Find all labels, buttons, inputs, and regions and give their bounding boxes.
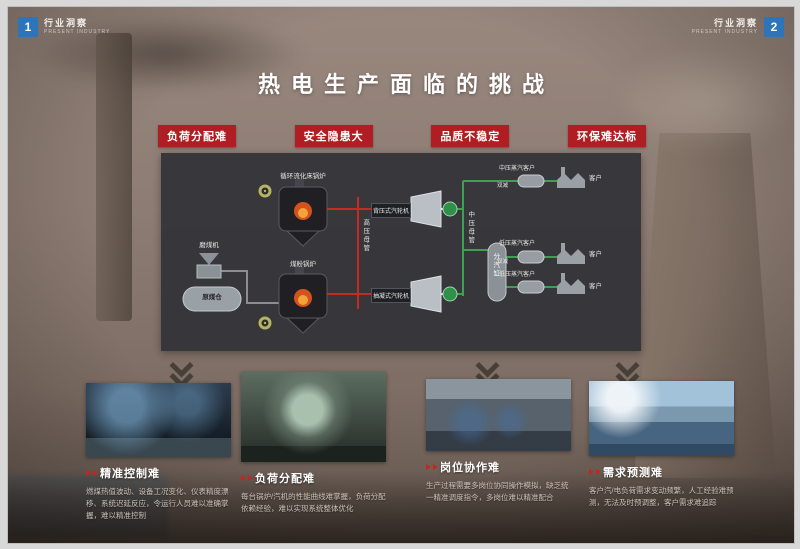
radiation-icon-bottom (257, 315, 273, 331)
ground-shadow (8, 471, 794, 543)
card-title: 岗位协作难 (440, 462, 500, 474)
red-arrow-icon (426, 464, 431, 470)
card-body: 生产过程需要多岗位协同操作模拟，缺乏统一精准调度指令，多岗位难以精准配合 (426, 481, 569, 502)
label-mp-header: 中压母管 (466, 211, 474, 245)
label-customer-3: 客户 (589, 283, 602, 290)
label-cfb-boiler: 循环流化床锅炉 (280, 173, 326, 180)
badge-safety: 安全隐患大 (294, 125, 373, 147)
card-title-row: 岗位协作难 (426, 459, 571, 475)
badge-quality: 品质不稳定 (431, 125, 510, 147)
smoke-plume (28, 15, 308, 93)
label-pc-boiler: 煤粉锅炉 (290, 261, 316, 268)
coal-bunker-icon (182, 286, 242, 312)
red-arrow-icon (86, 470, 91, 476)
red-arrow-icon (596, 469, 601, 475)
card-title-row: 精准控制难 (86, 465, 231, 481)
challenge-card-collaboration: 岗位协作难 生产过程需要多岗位协同操作模拟，缺乏统一精准调度指令，多岗位难以精准… (426, 379, 571, 504)
card-body: 客户汽/电负荷需求变动频繁，人工经验难预测，无法及时预调整，客户需求难追踪 (589, 486, 734, 507)
red-arrow-icon (248, 475, 253, 481)
label-double-reduce-2: 双减 (497, 259, 509, 265)
corner-marker-left: 1 行业洞察 PRESENT INDUSTRY (18, 17, 110, 37)
power-plant-photo (589, 381, 734, 456)
label-coal-bunker: 原煤仓 (202, 294, 222, 301)
red-arrow-icon (433, 464, 438, 470)
challenge-card-load: 负荷分配难 每台锅炉/汽机的性能曲线难掌握，负荷分配依赖经验，难以实现系统整体优… (241, 372, 386, 515)
page-number-right: 2 (764, 17, 784, 37)
workers-photo (426, 379, 571, 451)
red-arrow-icon (241, 475, 246, 481)
card-title: 精准控制难 (100, 468, 160, 480)
label-lp-steam-customers-1: 低压蒸汽客户 (499, 241, 536, 247)
label-extraction-turbine: 抽凝式汽轮机 (371, 288, 411, 303)
label-hp-header: 高压母管 (361, 219, 369, 253)
slide: 1 行业洞察 PRESENT INDUSTRY 2 行业洞察 PRESENT I… (7, 6, 795, 544)
red-arrow-icon (589, 469, 594, 475)
turbine-hall-photo (241, 372, 386, 462)
factory-icon-2 (557, 243, 585, 264)
desuperheater-icons (517, 174, 545, 294)
challenge-card-control: 精准控制难 燃煤热值波动、设备工况变化、仪表精度漂移、系统迟延反应，令运行人员难… (86, 383, 231, 522)
process-diagram-panel: 循环流化床锅炉 煤粉锅炉 磨煤机 原煤仓 高压母管 背压式汽轮机 抽凝式汽轮机 … (161, 153, 641, 351)
radiation-icon-top (257, 183, 273, 199)
down-chevrons-left (168, 353, 194, 389)
extraction-condensing-turbine-icon (410, 275, 458, 313)
card-body: 每台锅炉/汽机的性能曲线难掌握，负荷分配依赖经验，难以实现系统整体优化 (241, 492, 386, 513)
steam-cylinder-icon (487, 242, 507, 302)
section-subtitle-right: PRESENT INDUSTRY (691, 28, 758, 35)
card-title-row: 负荷分配难 (241, 470, 386, 486)
corner-marker-right: 2 行业洞察 PRESENT INDUSTRY (692, 17, 784, 37)
coal-mill-icon (196, 253, 279, 304)
badge-load-distribution: 负荷分配难 (158, 125, 236, 147)
challenge-card-forecast: 需求预测难 客户汽/电负荷需求变动频繁，人工经验难预测，无法及时预调整，客户需求… (589, 381, 734, 509)
control-room-photo (86, 383, 231, 457)
label-lp-steam-customers-2: 低压蒸汽客户 (499, 272, 536, 278)
back-pressure-turbine-icon (410, 190, 458, 228)
label-back-pressure-turbine: 背压式汽轮机 (371, 203, 411, 218)
badge-row: 负荷分配难 安全隐患大 品质不稳定 环保难达标 (158, 125, 646, 147)
label-customer-2: 客户 (589, 251, 602, 258)
page-number-left: 1 (18, 17, 38, 37)
label-customer-1: 客户 (589, 175, 602, 182)
label-mp-steam-customers: 中压蒸汽客户 (499, 166, 536, 172)
section-subtitle-left: PRESENT INDUSTRY (44, 28, 111, 35)
page-title: 热电生产面临的挑战 (257, 72, 555, 97)
factory-icon-1 (557, 167, 585, 188)
process-diagram-graphic (182, 167, 585, 334)
pc-boiler-icon (278, 266, 328, 334)
card-title: 负荷分配难 (255, 473, 315, 485)
factory-icon-3 (557, 273, 585, 294)
card-title: 需求预测难 (603, 467, 663, 479)
card-title-row: 需求预测难 (589, 464, 734, 480)
label-steam-cylinder: 分汽缸 (491, 253, 499, 279)
section-title-left: 行业洞察 (44, 18, 89, 29)
label-double-reduce-1: 双减 (497, 183, 509, 189)
chimney-silhouette (96, 33, 132, 321)
red-arrow-icon (93, 470, 98, 476)
cfb-boiler-icon (278, 179, 328, 247)
label-coal-mill: 磨煤机 (199, 242, 219, 249)
card-body: 燃煤热值波动、设备工况变化、仪表精度漂移、系统迟延反应，令运行人员难以准确掌握，… (86, 487, 229, 520)
badge-environment: 环保难达标 (567, 125, 646, 147)
section-title-right: 行业洞察 (713, 18, 758, 29)
